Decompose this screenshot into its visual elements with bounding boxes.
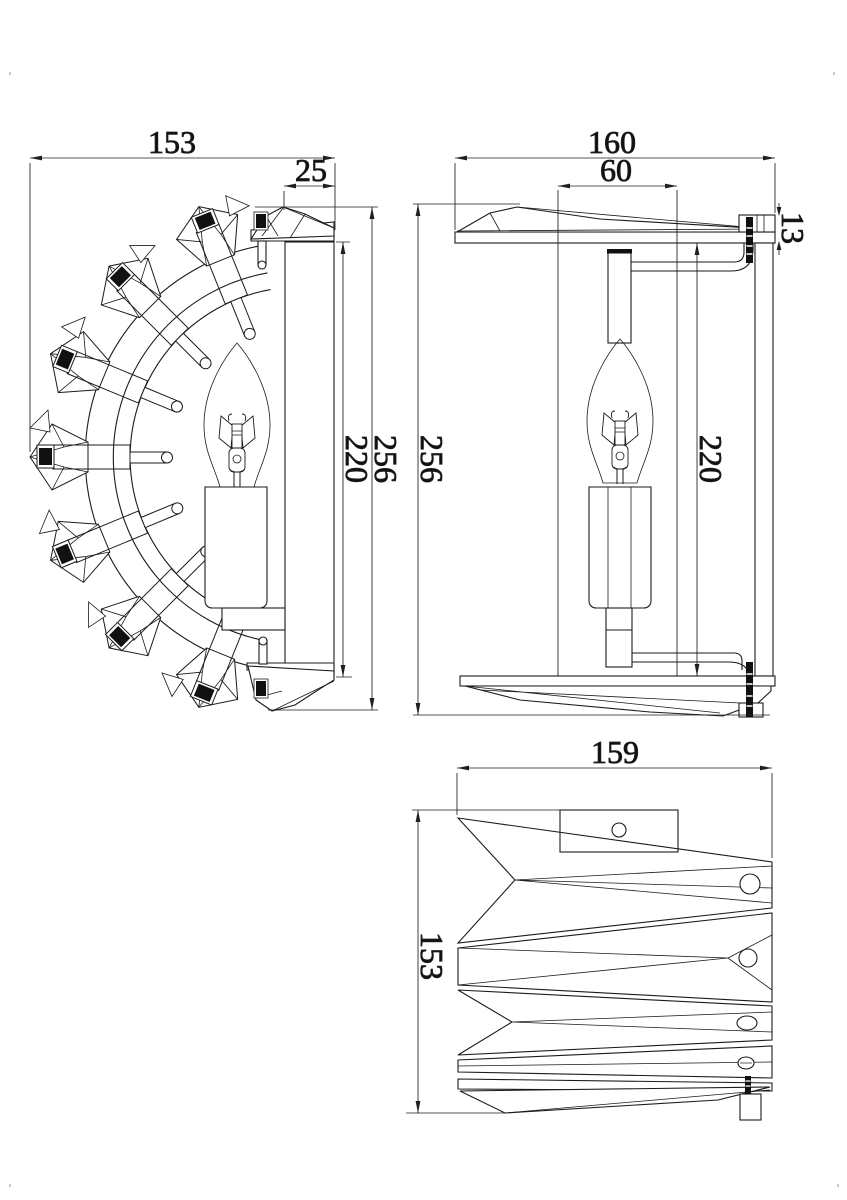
- dim-front-plate-width-label: 25: [295, 152, 327, 188]
- dim-side-overall-height-label: 256: [414, 435, 450, 483]
- dim-side-backplate-height: 220: [693, 243, 729, 676]
- dim-side-canopy-thickness-label: 13: [775, 212, 811, 244]
- dim-top-width-label: 159: [591, 734, 639, 770]
- front-top-plate-crystal: [249, 206, 335, 270]
- front-bottom-plate-crystal: [246, 636, 335, 712]
- dim-front-overall-height-label: 256: [368, 435, 404, 483]
- side-panel-edges: [557, 190, 678, 676]
- dim-front-width-label: 153: [148, 124, 196, 160]
- front-backplate: [284, 241, 335, 678]
- dim-side-canopy-thickness: 13: [775, 203, 811, 255]
- top-crystal-row: [457, 1045, 773, 1079]
- dim-front-backplate-height: 220: [336, 241, 375, 678]
- side-backplate: [754, 242, 774, 677]
- dim-side-width-label: 160: [588, 124, 636, 160]
- side-candle-lamp: [586, 249, 654, 668]
- side-upper-arm: [631, 217, 754, 272]
- side-view: [454, 190, 776, 718]
- top-crystal-row: [457, 912, 773, 1003]
- dim-side-inner-width: 60: [558, 152, 677, 188]
- front-candle-lamp: [203, 342, 286, 631]
- dim-top-depth: 153: [406, 809, 560, 1114]
- dim-top-width: 159: [456, 734, 773, 858]
- dim-front-backplate-height-label: 220: [339, 435, 375, 483]
- top-bottom-prism: [457, 1076, 773, 1121]
- corner-marks: [9, 72, 839, 1187]
- dim-side-backplate-height-label: 220: [693, 435, 729, 483]
- top-crystal-row: [457, 989, 773, 1056]
- side-canopy: [454, 206, 776, 244]
- dim-side-overall-height: 256: [413, 203, 770, 716]
- dim-side-width: 160: [454, 124, 776, 230]
- side-bottom-plate-crystal: [459, 662, 776, 718]
- dim-front-width: 153: [29, 124, 336, 452]
- front-crystal-garland: [29, 188, 297, 721]
- dim-front-plate-width: 25: [283, 152, 335, 210]
- dim-side-inner-width-label: 60: [600, 152, 632, 188]
- top-crystal-row: [456, 817, 773, 944]
- dim-front-overall-height: 256: [255, 206, 404, 711]
- dim-top-depth-label: 153: [414, 932, 450, 980]
- front-view: [29, 188, 335, 721]
- top-view: [456, 809, 773, 1121]
- dimensions: 153 25 220 256 160: [29, 124, 811, 1114]
- top-mounting-plate: [559, 809, 679, 853]
